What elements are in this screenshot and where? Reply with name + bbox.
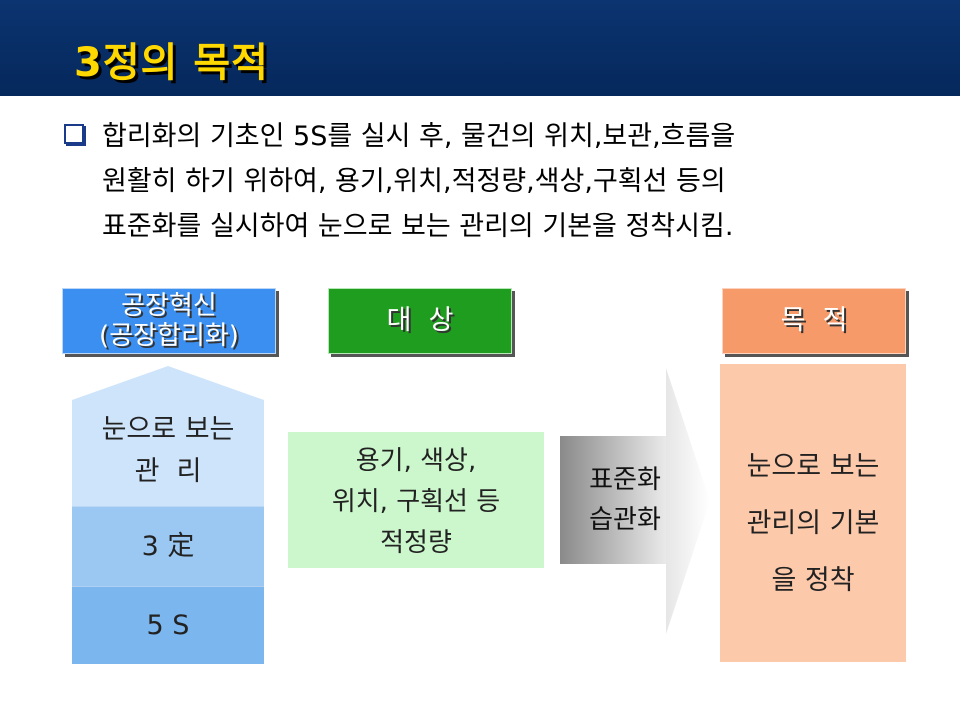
purpose-box: 눈으로 보는 관리의 기본 을 정착	[720, 364, 906, 662]
target-line: 용기, 색상,	[355, 446, 477, 476]
purpose-header: 목 적	[722, 288, 906, 354]
title-bar: 3정의 목적	[0, 0, 960, 96]
purpose-line: 관리의 기본	[746, 508, 880, 539]
slide-title: 3정의 목적	[74, 40, 269, 86]
target-header: 대 상	[328, 288, 512, 354]
hierarchy-arrow-stack: 눈으로 보는 관 리 3 定 5 S	[72, 366, 264, 664]
stack-top-segment: 눈으로 보는 관 리	[72, 366, 264, 506]
checkbox-bullet-icon	[64, 124, 84, 144]
innovation-header-line2: (공장합리화)	[99, 321, 239, 351]
intro-line: 합리화의 기초인 5S를 실시 후, 물건의 위치,보관,흐름을	[102, 121, 736, 152]
target-line: 적정량	[380, 528, 452, 558]
up-arrow-head-icon	[72, 366, 264, 506]
process-line: 표준화	[589, 465, 661, 495]
purpose-line: 눈으로 보는	[746, 451, 880, 482]
innovation-header-line1: 공장혁신	[121, 291, 217, 321]
stack-middle-segment: 3 定	[72, 506, 264, 586]
intro-line: 표준화를 실시하여 눈으로 보는 관리의 기본을 정착시킴.	[102, 211, 734, 242]
stack-bottom-segment: 5 S	[72, 586, 264, 664]
purpose-line: 을 정착	[771, 565, 855, 596]
target-box: 용기, 색상, 위치, 구획선 등 적정량	[288, 432, 544, 568]
intro-paragraph: 합리화의 기초인 5S를 실시 후, 물건의 위치,보관,흐름을 원활히 하기 …	[102, 114, 922, 249]
stack-top-line1: 눈으로 보는	[101, 414, 235, 445]
innovation-header: 공장혁신 (공장합리화)	[62, 288, 276, 354]
right-arrow-icon	[666, 368, 710, 634]
stack-top-line2: 관 리	[134, 456, 202, 487]
target-line: 위치, 구획선 등	[331, 487, 501, 517]
process-line: 습관화	[589, 505, 661, 535]
intro-line: 원활히 하기 위하여, 용기,위치,적정량,색상,구획선 등의	[102, 166, 726, 197]
